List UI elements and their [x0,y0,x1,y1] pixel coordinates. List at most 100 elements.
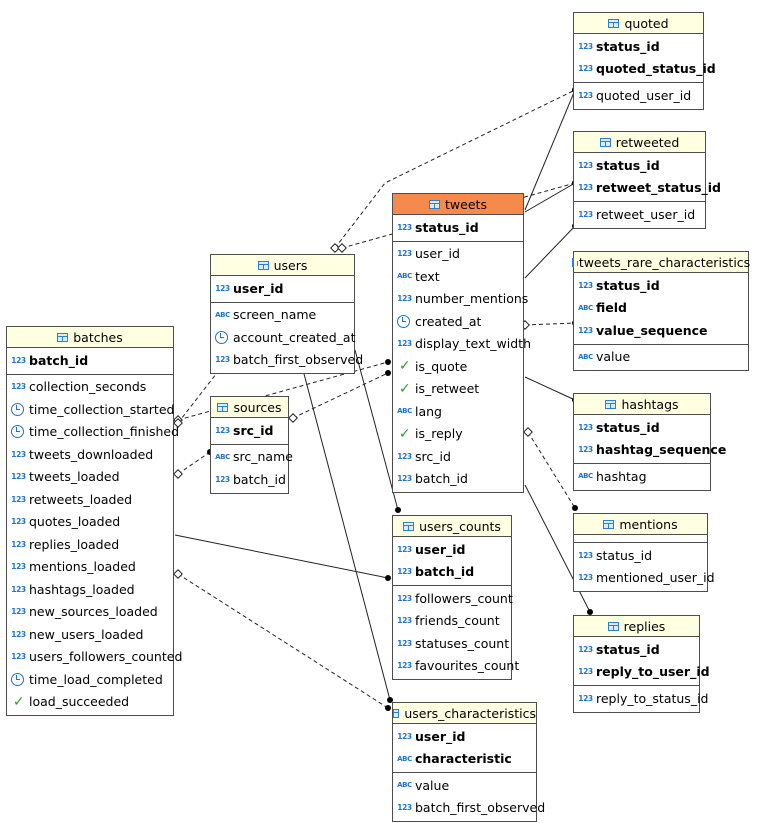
column-time-collection-started[interactable]: time_collection_started [7,398,174,421]
relationship-users-characteristics-to-batches[interactable] [177,573,389,709]
relationship-users-characteristics-to-users[interactable] [302,369,391,701]
column-time-load-completed[interactable]: time_load_completed [7,668,173,691]
relationship-tweets-rare-to-tweets[interactable] [524,225,576,279]
column-time-collection-finished[interactable]: time_collection_finished [7,421,179,444]
relationship-hashtags-to-tweets[interactable] [524,376,576,401]
column-load-succeeded[interactable]: ✓load_succeeded [7,691,173,714]
column-created-at[interactable]: created_at [393,310,523,333]
table-header[interactable]: batches [7,327,173,348]
relationship-mentions-to-tweets[interactable] [527,431,576,509]
table-header[interactable]: tweets_rare_characteristics [571,252,750,273]
table-header[interactable]: tweets [393,194,523,215]
table-header[interactable]: quoted [574,13,703,34]
relationship-users-counts-to-batches[interactable] [174,534,389,579]
relationship-tweets-to-sources[interactable] [292,372,389,419]
column-account-created-at[interactable]: account_created_at [211,326,355,349]
table-header[interactable]: users [211,255,354,276]
table-header[interactable]: mentions [574,514,707,535]
relationship-quoted-to-tweets[interactable] [524,89,576,211]
relationship-retweeted-to-tweets[interactable] [524,182,576,213]
column-is-reply[interactable]: ✓is_reply [393,423,523,446]
table-header[interactable]: hashtags [574,394,710,415]
column-is-retweet[interactable]: ✓is_retweet [393,378,523,401]
table-header[interactable]: users_characteristics [393,703,536,724]
relationship-users-to-batches[interactable] [177,368,221,424]
table-header[interactable]: sources [211,397,288,418]
column-is-quote[interactable]: ✓is_quote [393,355,523,378]
table-header[interactable]: users_counts [393,516,511,537]
relationship-tweets-to-users[interactable] [524,322,576,326]
table-header[interactable]: retweeted [574,132,705,153]
table-header[interactable]: replies [574,616,699,637]
relationship-users-counts-to-users[interactable] [354,349,399,511]
relationship-sources-to-batches[interactable] [177,451,211,475]
